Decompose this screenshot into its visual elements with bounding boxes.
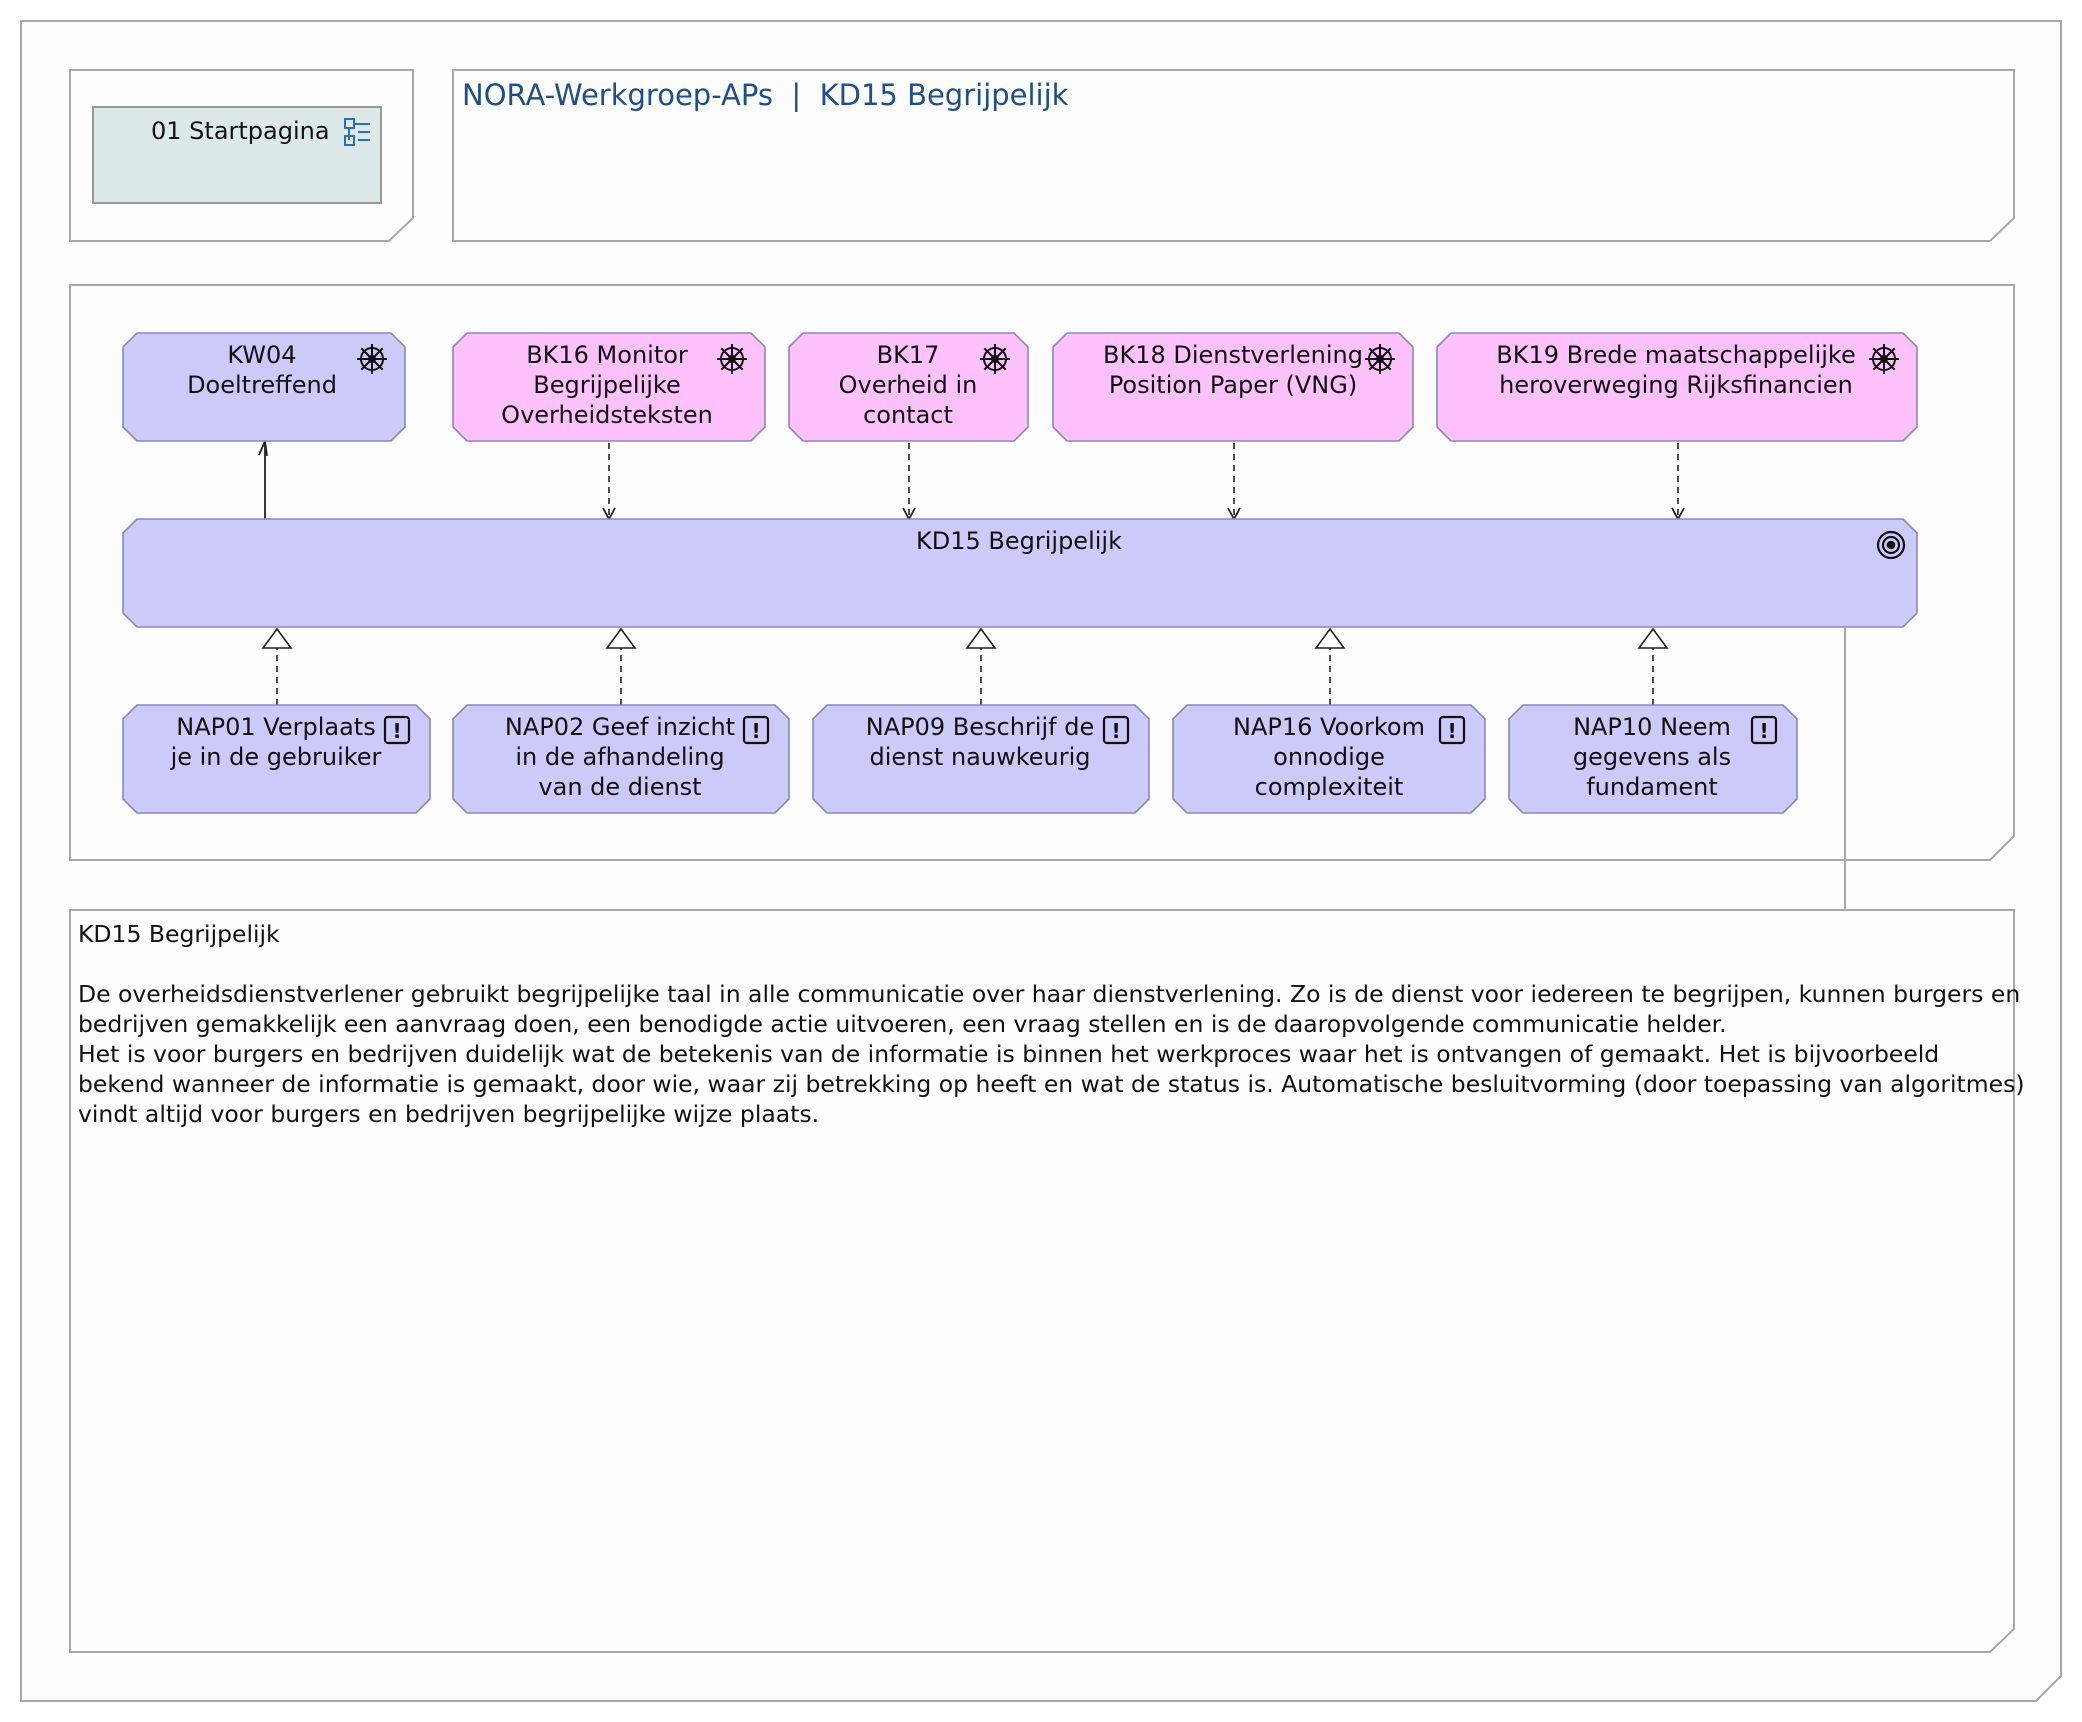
driver-icon <box>1365 344 1395 374</box>
node-bk18-label-1: Position Paper (VNG) <box>1109 371 1357 399</box>
principle-icon: ! <box>1750 715 1778 745</box>
node-nap01-label-1: je in de gebruiker <box>170 743 382 771</box>
principle-icon: ! <box>1102 715 1130 745</box>
startpage-button[interactable]: 01 Startpagina <box>92 106 382 204</box>
node-bk16-label-1: Begrijpelijke <box>533 371 680 399</box>
node-bk16-label-0: BK16 Monitor <box>526 341 688 369</box>
node-bk17-label-0: BK17 <box>877 341 940 369</box>
documentation-line: bekend wanneer de informatie is gemaakt,… <box>78 1070 2025 1098</box>
principle-icon: ! <box>1438 715 1466 745</box>
node-nap16-label-2: complexiteit <box>1255 773 1404 801</box>
node-nap02-label-0: NAP02 Geef inzicht <box>505 713 735 741</box>
documentation-line: Het is voor burgers en bedrijven duideli… <box>78 1040 1939 1068</box>
driver-icon <box>357 344 387 374</box>
node-nap16-label-0: NAP16 Voorkom <box>1233 713 1425 741</box>
driver-icon <box>717 344 747 374</box>
navigation-icon <box>344 118 370 146</box>
node-bk17-label-2: contact <box>863 401 953 429</box>
svg-text:!: ! <box>1111 719 1120 743</box>
node-nap10-label-0: NAP10 Neem <box>1573 713 1731 741</box>
node-bk19[interactable]: BK19 Brede maatschappelijkeheroverweging… <box>1436 332 1918 442</box>
node-bk19-label-1: heroverweging Rijksfinancien <box>1499 371 1853 399</box>
edge-nap01-kd15-arrowhead <box>261 627 293 649</box>
node-kw04-label-1: Doeltreffend <box>187 371 337 399</box>
documentation-body: De overheidsdienstverlener gebruikt begr… <box>78 980 2025 1128</box>
node-bk16[interactable]: BK16 MonitorBegrijpelijkeOverheidstekste… <box>452 332 766 442</box>
node-bk16-label-2: Overheidsteksten <box>501 401 713 429</box>
node-bk17-label-1: Overheid in <box>839 371 978 399</box>
node-kd15[interactable]: KD15 Begrijpelijk <box>122 518 1918 628</box>
documentation-line: vindt altijd voor burgers en bedrijven b… <box>78 1100 819 1128</box>
node-nap10-label-1: gegevens als <box>1573 743 1731 771</box>
svg-text:!: ! <box>751 719 760 743</box>
edge-nap09-kd15-arrowhead <box>965 627 997 649</box>
node-bk19-label-0: BK19 Brede maatschappelijke <box>1496 341 1855 369</box>
principle-icon: ! <box>742 715 770 745</box>
title-group <box>452 69 2015 242</box>
documentation-line: De overheidsdienstverlener gebruikt begr… <box>78 980 2020 1008</box>
documentation-line: bedrijven gemakkelijk een aanvraag doen,… <box>78 1010 1727 1038</box>
startpage-label: 01 Startpagina <box>151 117 330 145</box>
node-nap09-label-0: NAP09 Beschrijf de <box>866 713 1094 741</box>
view-title: NORA-Werkgroep-APs | KD15 Begrijpelijk <box>462 78 1069 112</box>
driver-icon <box>980 344 1010 374</box>
node-nap02-label-1: in de afhandeling <box>515 743 724 771</box>
svg-text:!: ! <box>1447 719 1456 743</box>
node-kw04-label-0: KW04 <box>227 341 296 369</box>
node-bk18-label-0: BK18 Dienstverlening <box>1103 341 1363 369</box>
goal-icon <box>1876 530 1906 560</box>
node-nap10-label-2: fundament <box>1586 773 1718 801</box>
node-kd15-label-0: KD15 Begrijpelijk <box>916 527 1122 555</box>
node-nap09-label-1: dienst nauwkeurig <box>870 743 1091 771</box>
edges-layer <box>258 437 1685 705</box>
node-nap02-label-2: van de dienst <box>538 773 701 801</box>
node-nap16-label-1: onnodige <box>1273 743 1385 771</box>
documentation-heading: KD15 Begrijpelijk <box>78 920 280 948</box>
driver-icon <box>1869 344 1899 374</box>
node-nap01-label-0: NAP01 Verplaats <box>176 713 375 741</box>
edge-nap02-kd15-arrowhead <box>605 627 637 649</box>
edge-nap16-kd15-arrowhead <box>1314 627 1346 649</box>
edge-nap10-kd15-arrowhead <box>1637 627 1669 649</box>
svg-text:!: ! <box>1759 719 1768 743</box>
principle-icon: ! <box>383 715 411 745</box>
svg-text:!: ! <box>392 719 401 743</box>
documentation-group <box>69 909 2015 1653</box>
